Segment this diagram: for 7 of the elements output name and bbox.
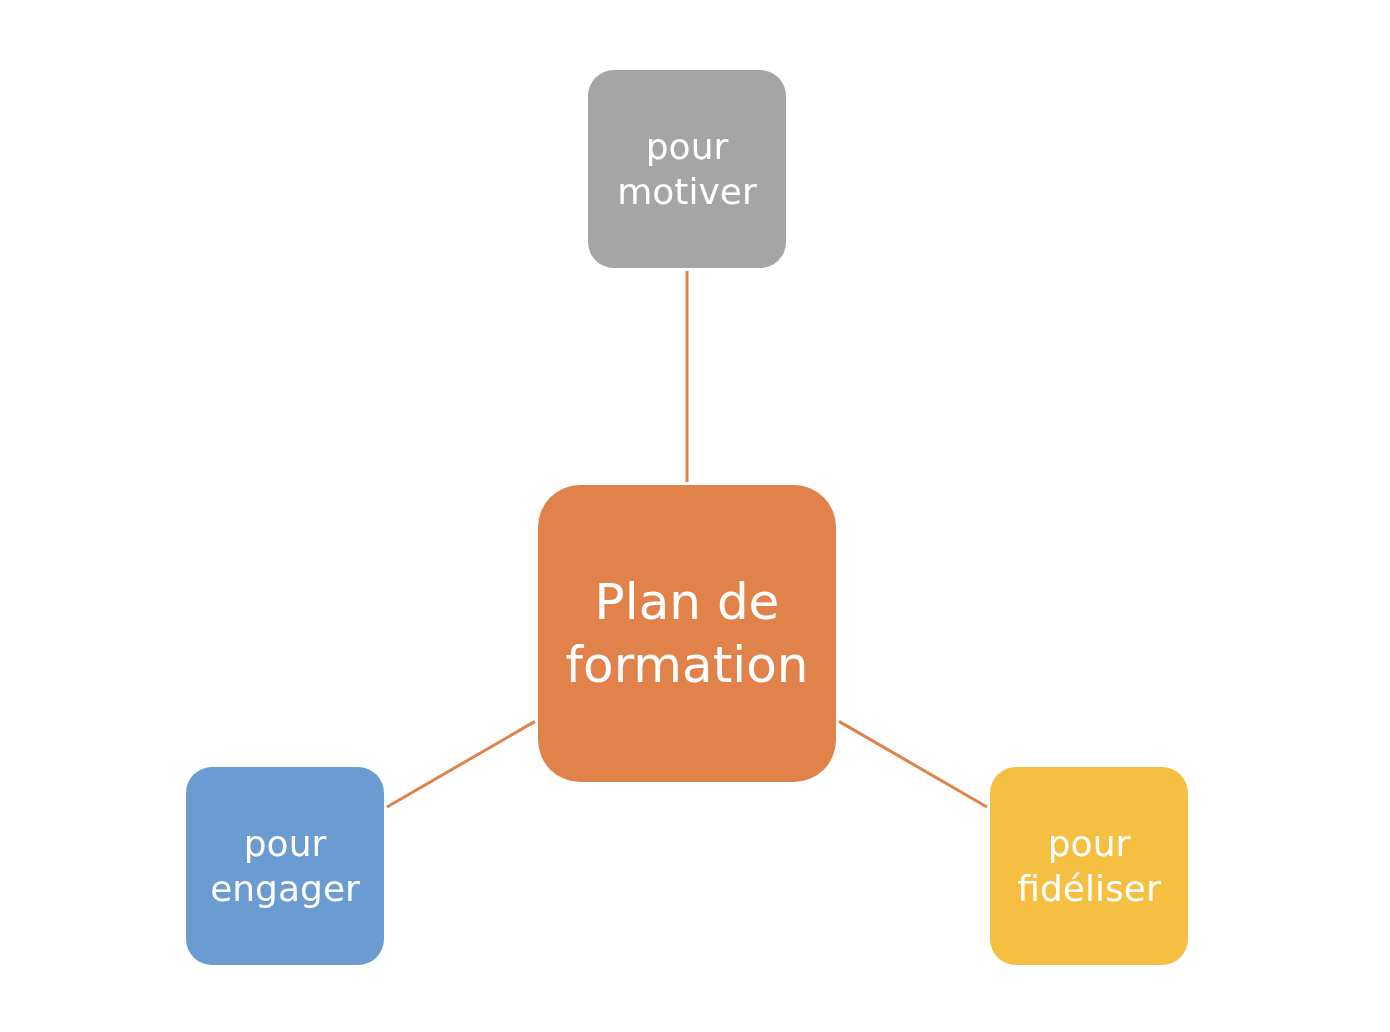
central-box: Plan de formation [538,485,836,782]
process-box: pour motiver [588,70,786,268]
connector-line [685,271,689,482]
process-box: pour fidéliser [990,767,1188,965]
process-box: pour engager [186,767,384,965]
connector-line [386,720,536,809]
connector-line [838,720,988,809]
